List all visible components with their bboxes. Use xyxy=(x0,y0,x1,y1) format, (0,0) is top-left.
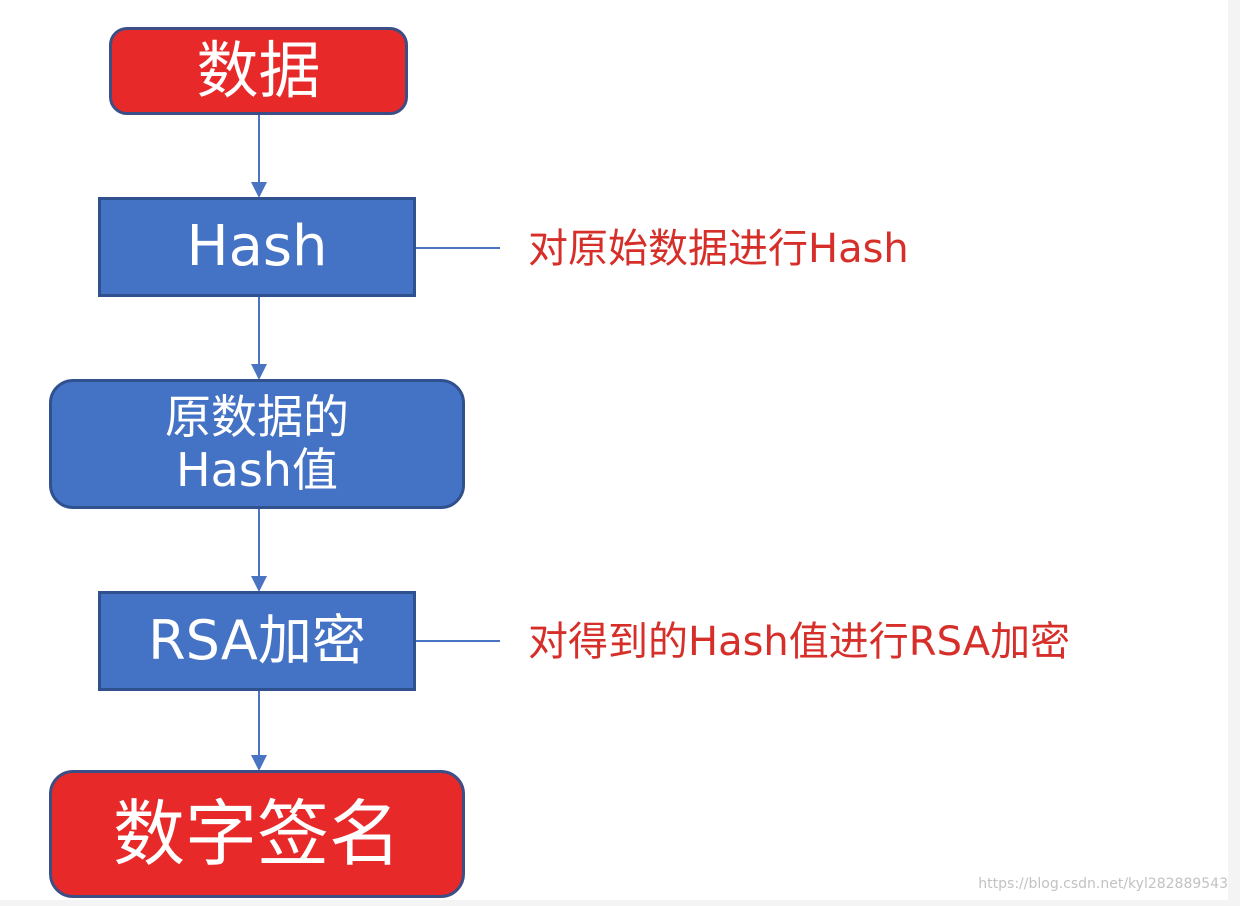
hash-value-node-label-line2: Hash值 xyxy=(176,443,338,497)
signature-node: 数字签名 xyxy=(49,770,465,898)
right-margin-strip xyxy=(1228,0,1240,906)
watermark-url: https://blog.csdn.net/kyl282889543 xyxy=(978,876,1228,892)
hash-value-node-label-line1: 原数据的 xyxy=(165,390,349,445)
data-node-label: 数据 xyxy=(196,34,321,108)
rsa-node-label: RSA加密 xyxy=(148,608,366,672)
bottom-margin-strip xyxy=(0,900,1240,906)
hash-note: 对原始数据进行Hash xyxy=(528,226,909,272)
hash-value-node: 原数据的 Hash值 xyxy=(49,379,465,509)
hash-node-label: Hash xyxy=(186,213,328,279)
signature-node-label: 数字签名 xyxy=(112,791,401,876)
rsa-note: 对得到的Hash值进行RSA加密 xyxy=(528,619,1071,665)
hash-node: Hash xyxy=(98,197,416,297)
rsa-node: RSA加密 xyxy=(98,591,416,691)
data-node: 数据 xyxy=(109,27,408,115)
